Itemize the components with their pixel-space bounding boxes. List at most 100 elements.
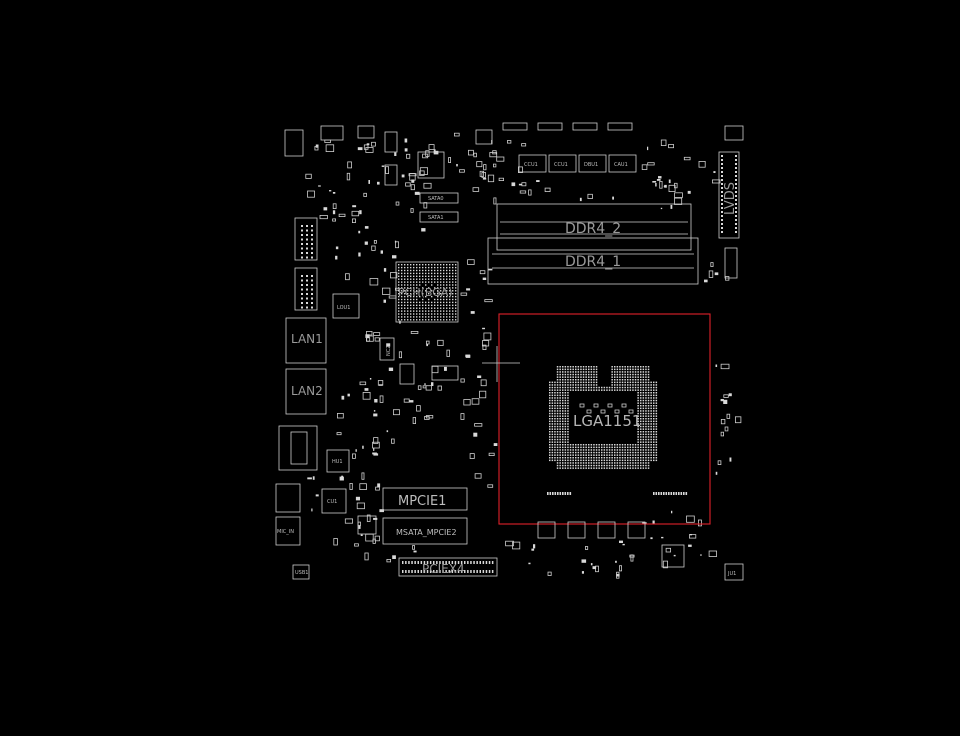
smd-component[interactable] (708, 550, 717, 557)
header-jhs[interactable] (724, 125, 744, 141)
smd-component[interactable] (446, 349, 450, 357)
smd-component[interactable] (351, 218, 356, 223)
smd-component[interactable] (363, 192, 367, 197)
smd-component[interactable] (506, 140, 512, 144)
cpu-socket-selection-box[interactable] (498, 313, 711, 525)
smd-component[interactable] (493, 197, 497, 205)
ddr4-1-slot[interactable] (487, 237, 699, 285)
cu1-chip[interactable] (321, 488, 347, 514)
smd-component[interactable] (665, 547, 671, 553)
smd-component[interactable] (428, 144, 435, 150)
smd-component[interactable] (307, 190, 315, 198)
smd-component[interactable] (496, 156, 505, 162)
smd-component[interactable] (619, 565, 623, 572)
smd-component[interactable] (659, 180, 663, 189)
smd-component[interactable] (369, 278, 379, 286)
smd-component[interactable] (305, 173, 312, 179)
smd-component[interactable] (346, 172, 351, 181)
smd-component[interactable] (363, 144, 369, 150)
smd-component[interactable] (417, 385, 422, 390)
smd-component[interactable] (662, 560, 668, 569)
fan-header-4[interactable] (607, 122, 633, 131)
smd-component[interactable] (409, 172, 416, 181)
header-top-right[interactable] (475, 129, 493, 145)
smd-component[interactable] (735, 416, 742, 424)
smd-component[interactable] (473, 152, 477, 158)
smd-component[interactable] (483, 164, 487, 171)
smd-component[interactable] (726, 413, 731, 419)
smd-component[interactable] (336, 432, 342, 436)
smd-component[interactable] (419, 167, 428, 175)
smd-component[interactable] (386, 559, 391, 563)
smd-component[interactable] (710, 262, 714, 267)
smd-component[interactable] (381, 287, 391, 295)
smd-component[interactable] (521, 143, 527, 147)
lan2-connector[interactable] (285, 368, 327, 415)
smd-component[interactable] (344, 518, 353, 524)
smd-component[interactable] (479, 270, 486, 275)
smd-component[interactable] (338, 213, 346, 217)
smd-component[interactable] (423, 182, 432, 189)
smd-component[interactable] (460, 292, 468, 296)
smd-component[interactable] (424, 416, 430, 420)
cap-4[interactable] (627, 521, 646, 539)
smd-component[interactable] (374, 535, 380, 542)
smd-component[interactable] (717, 460, 722, 465)
smd-component[interactable] (492, 163, 497, 168)
smd-component[interactable] (518, 166, 523, 173)
smd-component[interactable] (405, 182, 411, 187)
smd-component[interactable] (365, 335, 374, 342)
usb1-header[interactable] (292, 564, 310, 580)
smd-component[interactable] (629, 554, 635, 558)
smd-component[interactable] (720, 431, 724, 437)
smd-component[interactable] (419, 170, 425, 176)
usb-stack-connector[interactable] (278, 425, 318, 471)
smd-component[interactable] (410, 208, 414, 213)
smd-component[interactable] (410, 184, 415, 191)
sata0-connector[interactable] (419, 192, 459, 204)
smd-component[interactable] (641, 164, 648, 170)
smd-component[interactable] (698, 519, 702, 527)
smd-component[interactable] (373, 437, 379, 444)
dsub-connector-1[interactable] (294, 217, 318, 261)
smd-component[interactable] (395, 241, 399, 249)
smd-component[interactable] (373, 332, 381, 336)
smd-component[interactable] (359, 483, 367, 491)
smd-component[interactable] (480, 379, 487, 387)
smd-component[interactable] (460, 378, 465, 383)
smd-component[interactable] (723, 394, 729, 398)
smd-component[interactable] (720, 418, 726, 425)
smd-component[interactable] (544, 187, 551, 193)
smd-component[interactable] (398, 351, 402, 359)
smd-component[interactable] (394, 287, 400, 291)
smd-component[interactable] (483, 332, 492, 341)
smd-component[interactable] (476, 161, 483, 168)
nc2-chip[interactable] (379, 337, 395, 361)
lvds-side-header[interactable] (724, 247, 738, 279)
smd-component[interactable] (674, 197, 683, 205)
bga-small-top[interactable] (417, 151, 445, 179)
smd-component[interactable] (469, 453, 475, 459)
smd-component[interactable] (422, 385, 427, 389)
fan-header-1[interactable] (502, 122, 528, 131)
smd-component[interactable] (660, 139, 667, 146)
smd-component[interactable] (512, 541, 521, 550)
hu1-chip[interactable] (326, 449, 350, 473)
smd-component[interactable] (373, 239, 377, 244)
smd-component[interactable] (724, 426, 729, 432)
smd-component[interactable] (395, 201, 400, 206)
smd-component[interactable] (467, 149, 474, 156)
chip-top-3[interactable] (384, 131, 398, 153)
smd-component[interactable] (489, 152, 498, 158)
smd-component[interactable] (482, 344, 487, 351)
smd-component[interactable] (668, 144, 674, 149)
smd-component[interactable] (377, 380, 384, 386)
cap-3[interactable] (597, 521, 616, 539)
header-top-left[interactable] (320, 125, 344, 141)
ic-lower-mid[interactable] (357, 515, 377, 535)
smd-component[interactable] (708, 270, 714, 278)
smd-component[interactable] (347, 161, 352, 169)
smd-component[interactable] (698, 160, 706, 168)
smd-component[interactable] (345, 273, 350, 281)
fan-header-2[interactable] (537, 122, 563, 131)
